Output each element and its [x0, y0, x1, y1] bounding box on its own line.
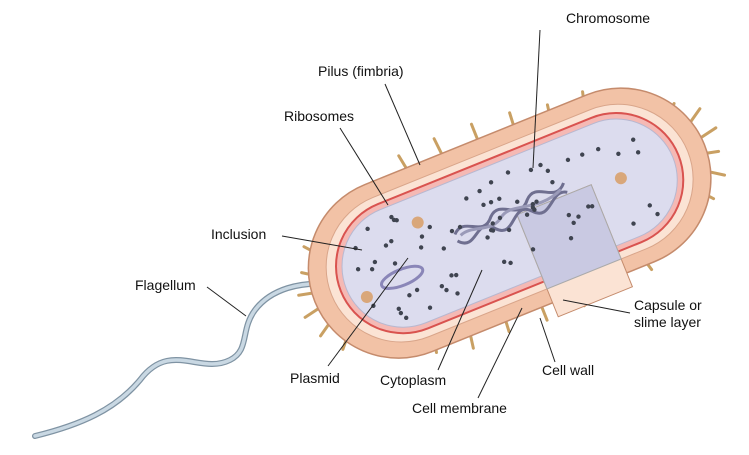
ribosome: [439, 283, 445, 289]
label-cell-membrane: Cell membrane: [412, 400, 507, 416]
ribosome: [449, 228, 455, 234]
leader-ribosomes: [339, 127, 389, 206]
leader-plasmid: [327, 257, 409, 367]
label-chromosome: Chromosome: [566, 10, 651, 26]
ribosome: [580, 152, 585, 157]
ribosome: [616, 151, 621, 156]
label-plasmid: Plasmid: [290, 370, 340, 386]
ribosome: [497, 196, 502, 201]
label-ribosomes: Ribosomes: [284, 108, 355, 124]
ribosomes-group: [353, 137, 660, 321]
leader-chromosome: [532, 29, 541, 169]
ribosome: [571, 220, 576, 226]
label-flagellum: Flagellum: [135, 277, 196, 293]
label-pilus: Pilus (fimbria): [318, 63, 404, 79]
inclusion: [360, 290, 373, 303]
ribosome: [635, 150, 641, 155]
ribosome: [407, 293, 412, 298]
ribosome: [565, 157, 571, 163]
label-capsule-line2: slime layer: [634, 314, 701, 330]
ribosome: [391, 217, 397, 223]
ribosome: [427, 224, 432, 230]
ribosome: [383, 243, 389, 248]
leader-lines: [206, 29, 631, 399]
ribosome: [396, 306, 401, 311]
ribosome: [497, 215, 503, 221]
inclusion: [411, 216, 424, 229]
label-capsule: Capsule or slime layer: [634, 297, 702, 331]
ribosome: [449, 273, 454, 278]
ribosome: [389, 238, 394, 244]
ribosome: [524, 212, 530, 217]
ribosome: [505, 170, 511, 175]
ribosome: [455, 291, 460, 296]
ribosome: [550, 180, 555, 185]
ribosome: [576, 214, 581, 219]
ribosome: [389, 214, 394, 220]
leader-cell-membrane: [477, 307, 523, 399]
cytoplasm: [341, 118, 678, 328]
ribosome: [444, 287, 449, 293]
ribosome: [631, 221, 636, 226]
inclusion: [614, 172, 627, 185]
ribosome: [403, 315, 409, 321]
ribosome: [477, 188, 482, 194]
ribosome: [515, 199, 520, 204]
ribosome: [372, 259, 378, 265]
ribosome: [566, 212, 572, 218]
ribosome: [454, 272, 459, 278]
ribosome: [530, 201, 536, 207]
ribosome: [630, 137, 636, 142]
ribosome: [419, 234, 425, 239]
label-cytoplasm: Cytoplasm: [380, 372, 447, 388]
ribosome: [365, 226, 370, 232]
ribosome: [528, 167, 534, 173]
ribosome: [441, 246, 446, 251]
ribosome: [481, 202, 486, 208]
ribosome: [490, 221, 495, 226]
ribosome: [545, 168, 551, 174]
ribosome: [488, 199, 494, 205]
ribosome: [589, 204, 595, 209]
ribosome: [369, 267, 375, 272]
ribosome: [457, 224, 463, 230]
ribosome: [398, 310, 404, 316]
ribosome: [568, 235, 574, 241]
ribosome: [647, 203, 652, 208]
label-capsule-line1: Capsule or: [634, 297, 702, 313]
ribosome: [586, 204, 591, 209]
leader-inclusion: [281, 235, 363, 251]
ribosome: [414, 287, 420, 293]
ribosome: [538, 162, 543, 168]
leader-cytoplasm: [437, 269, 483, 371]
label-inclusion: Inclusion: [211, 226, 267, 242]
ribosome: [534, 199, 539, 204]
ribosome: [501, 259, 507, 265]
ribosome: [418, 245, 424, 250]
ribosome: [508, 260, 513, 266]
ribosome: [427, 305, 433, 310]
leader-cell-wall: [539, 317, 556, 363]
leader-capsule: [562, 299, 631, 314]
ribosome: [392, 261, 398, 266]
ribosome: [506, 227, 512, 233]
ribosome: [464, 196, 469, 201]
ribosome: [595, 146, 601, 152]
ribosome: [488, 227, 494, 233]
leader-pilus: [384, 83, 421, 166]
ribosome: [655, 211, 660, 217]
label-cell-wall: Cell wall: [542, 362, 595, 378]
leader-flagellum: [206, 286, 247, 317]
ribosome: [355, 267, 361, 272]
ribosome: [532, 207, 537, 212]
ribosome: [485, 235, 490, 240]
ribosome: [488, 180, 494, 185]
ribosome: [530, 247, 536, 252]
